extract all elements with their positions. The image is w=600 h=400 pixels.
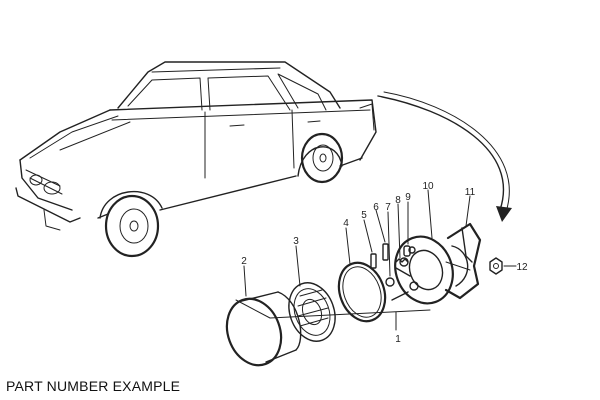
callout-1: 1 (395, 334, 401, 345)
callout-4: 4 (343, 218, 349, 229)
part-5-screw (370, 253, 377, 269)
part-11-housing (444, 222, 482, 300)
callout-3: 3 (293, 236, 299, 247)
car-illustration (15, 61, 377, 258)
callout-numbers: 1 2 3 4 5 6 7 8 9 10 11 12 (241, 181, 528, 345)
callout-10: 10 (422, 181, 434, 192)
assembly-baseline (235, 299, 431, 319)
caption-label: PART NUMBER EXAMPLE (6, 378, 181, 394)
pointer-arrow (377, 91, 512, 222)
part-8-spring (395, 258, 409, 263)
callout-8: 8 (395, 195, 401, 206)
part-7-washer (385, 277, 395, 287)
part-12-nut (489, 257, 503, 275)
part-6-screw (382, 243, 389, 261)
callout-7: 7 (385, 202, 391, 213)
part-2-outer-rim (225, 291, 302, 367)
part-10-mounting-ring (391, 235, 454, 305)
part-9-clip (403, 245, 411, 257)
callout-11: 11 (465, 187, 476, 198)
part-4-seal-ring (337, 261, 387, 323)
part-3-lens (288, 282, 336, 342)
callout-9: 9 (405, 192, 411, 203)
callout-6: 6 (373, 202, 379, 213)
leader-lines (243, 189, 517, 331)
callout-5: 5 (361, 210, 367, 221)
callout-2: 2 (241, 256, 247, 267)
callout-12: 12 (516, 262, 528, 273)
